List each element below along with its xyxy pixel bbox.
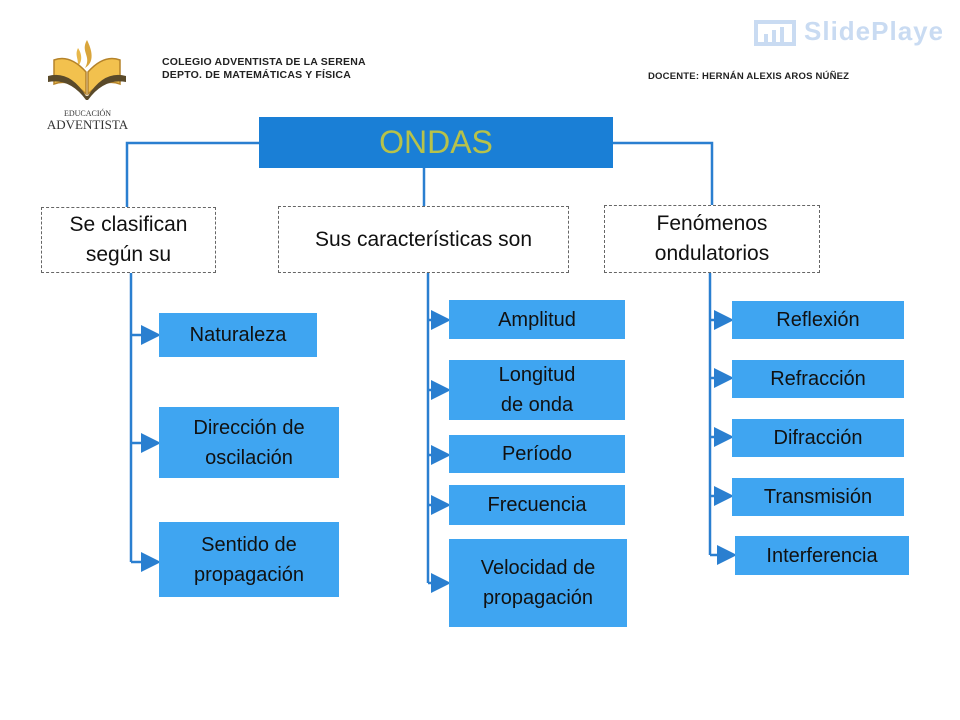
leaf-interferencia: Interferencia xyxy=(735,536,909,575)
leaf-amplitud: Amplitud xyxy=(449,300,625,339)
leaf-label: Longitud de onda xyxy=(498,364,576,416)
category-characteristics: Sus características son xyxy=(278,206,569,273)
leaf-velocidad-propagacion: Velocidad de propagación xyxy=(449,539,627,627)
leaf-label: Amplitud xyxy=(498,308,576,331)
leaf-label: Reflexión xyxy=(776,309,860,331)
leaf-label: Dirección de oscilación xyxy=(193,416,305,469)
watermark: SlidePlaye xyxy=(752,14,942,50)
leaf-label: Interferencia xyxy=(766,544,878,567)
category-label: Sus características son xyxy=(314,227,533,251)
leaf-sentido-propagacion: Sentido de propagación xyxy=(159,522,339,597)
leaf-frecuencia: Frecuencia xyxy=(449,485,625,525)
category-classification: Se clasifican según su xyxy=(41,207,216,273)
leaf-label: Velocidad de propagación xyxy=(480,557,596,609)
school-name: COLEGIO ADVENTISTA DE LA SERENA xyxy=(162,56,366,68)
teacher-name: DOCENTE: HERNÁN ALEXIS AROS NÚÑEZ xyxy=(648,71,850,82)
leaf-refraccion: Refracción xyxy=(732,360,904,398)
bar-chart-icon xyxy=(754,20,796,46)
watermark-text: SlidePlaye xyxy=(804,16,942,46)
open-book-flame-icon xyxy=(48,40,126,100)
leaf-label: Período xyxy=(501,443,573,465)
leaf-reflexion: Reflexión xyxy=(732,301,904,339)
leaf-label: Naturaleza xyxy=(189,324,287,346)
leaf-label: Difracción xyxy=(773,427,863,449)
logo: EDUCACIÓN ADVENTISTA xyxy=(40,34,135,134)
category-label: Fenómenos ondulatorios xyxy=(654,212,770,265)
leaf-naturaleza: Naturaleza xyxy=(159,313,317,357)
leaf-periodo: Período xyxy=(449,435,625,473)
leaf-label: Frecuencia xyxy=(487,494,587,516)
leaf-longitud-onda: Longitud de onda xyxy=(449,360,625,420)
category-phenomena: Fenómenos ondulatorios xyxy=(604,205,820,273)
leaf-transmision: Transmisión xyxy=(732,478,904,516)
leaf-label: Sentido de propagación xyxy=(193,533,305,586)
leaf-label: Transmisión xyxy=(763,486,873,508)
diagram-title: ONDAS xyxy=(259,117,613,168)
department-name: DEPTO. DE MATEMÁTICAS Y FÍSICA xyxy=(162,69,351,81)
leaf-difraccion: Difracción xyxy=(732,419,904,457)
logo-line1: EDUCACIÓN xyxy=(63,109,112,118)
leaf-direccion-oscilacion: Dirección de oscilación xyxy=(159,407,339,478)
logo-line2: ADVENTISTA xyxy=(46,117,129,132)
category-label: Se clasifican según su xyxy=(69,213,188,266)
leaf-label: Refracción xyxy=(770,368,866,390)
